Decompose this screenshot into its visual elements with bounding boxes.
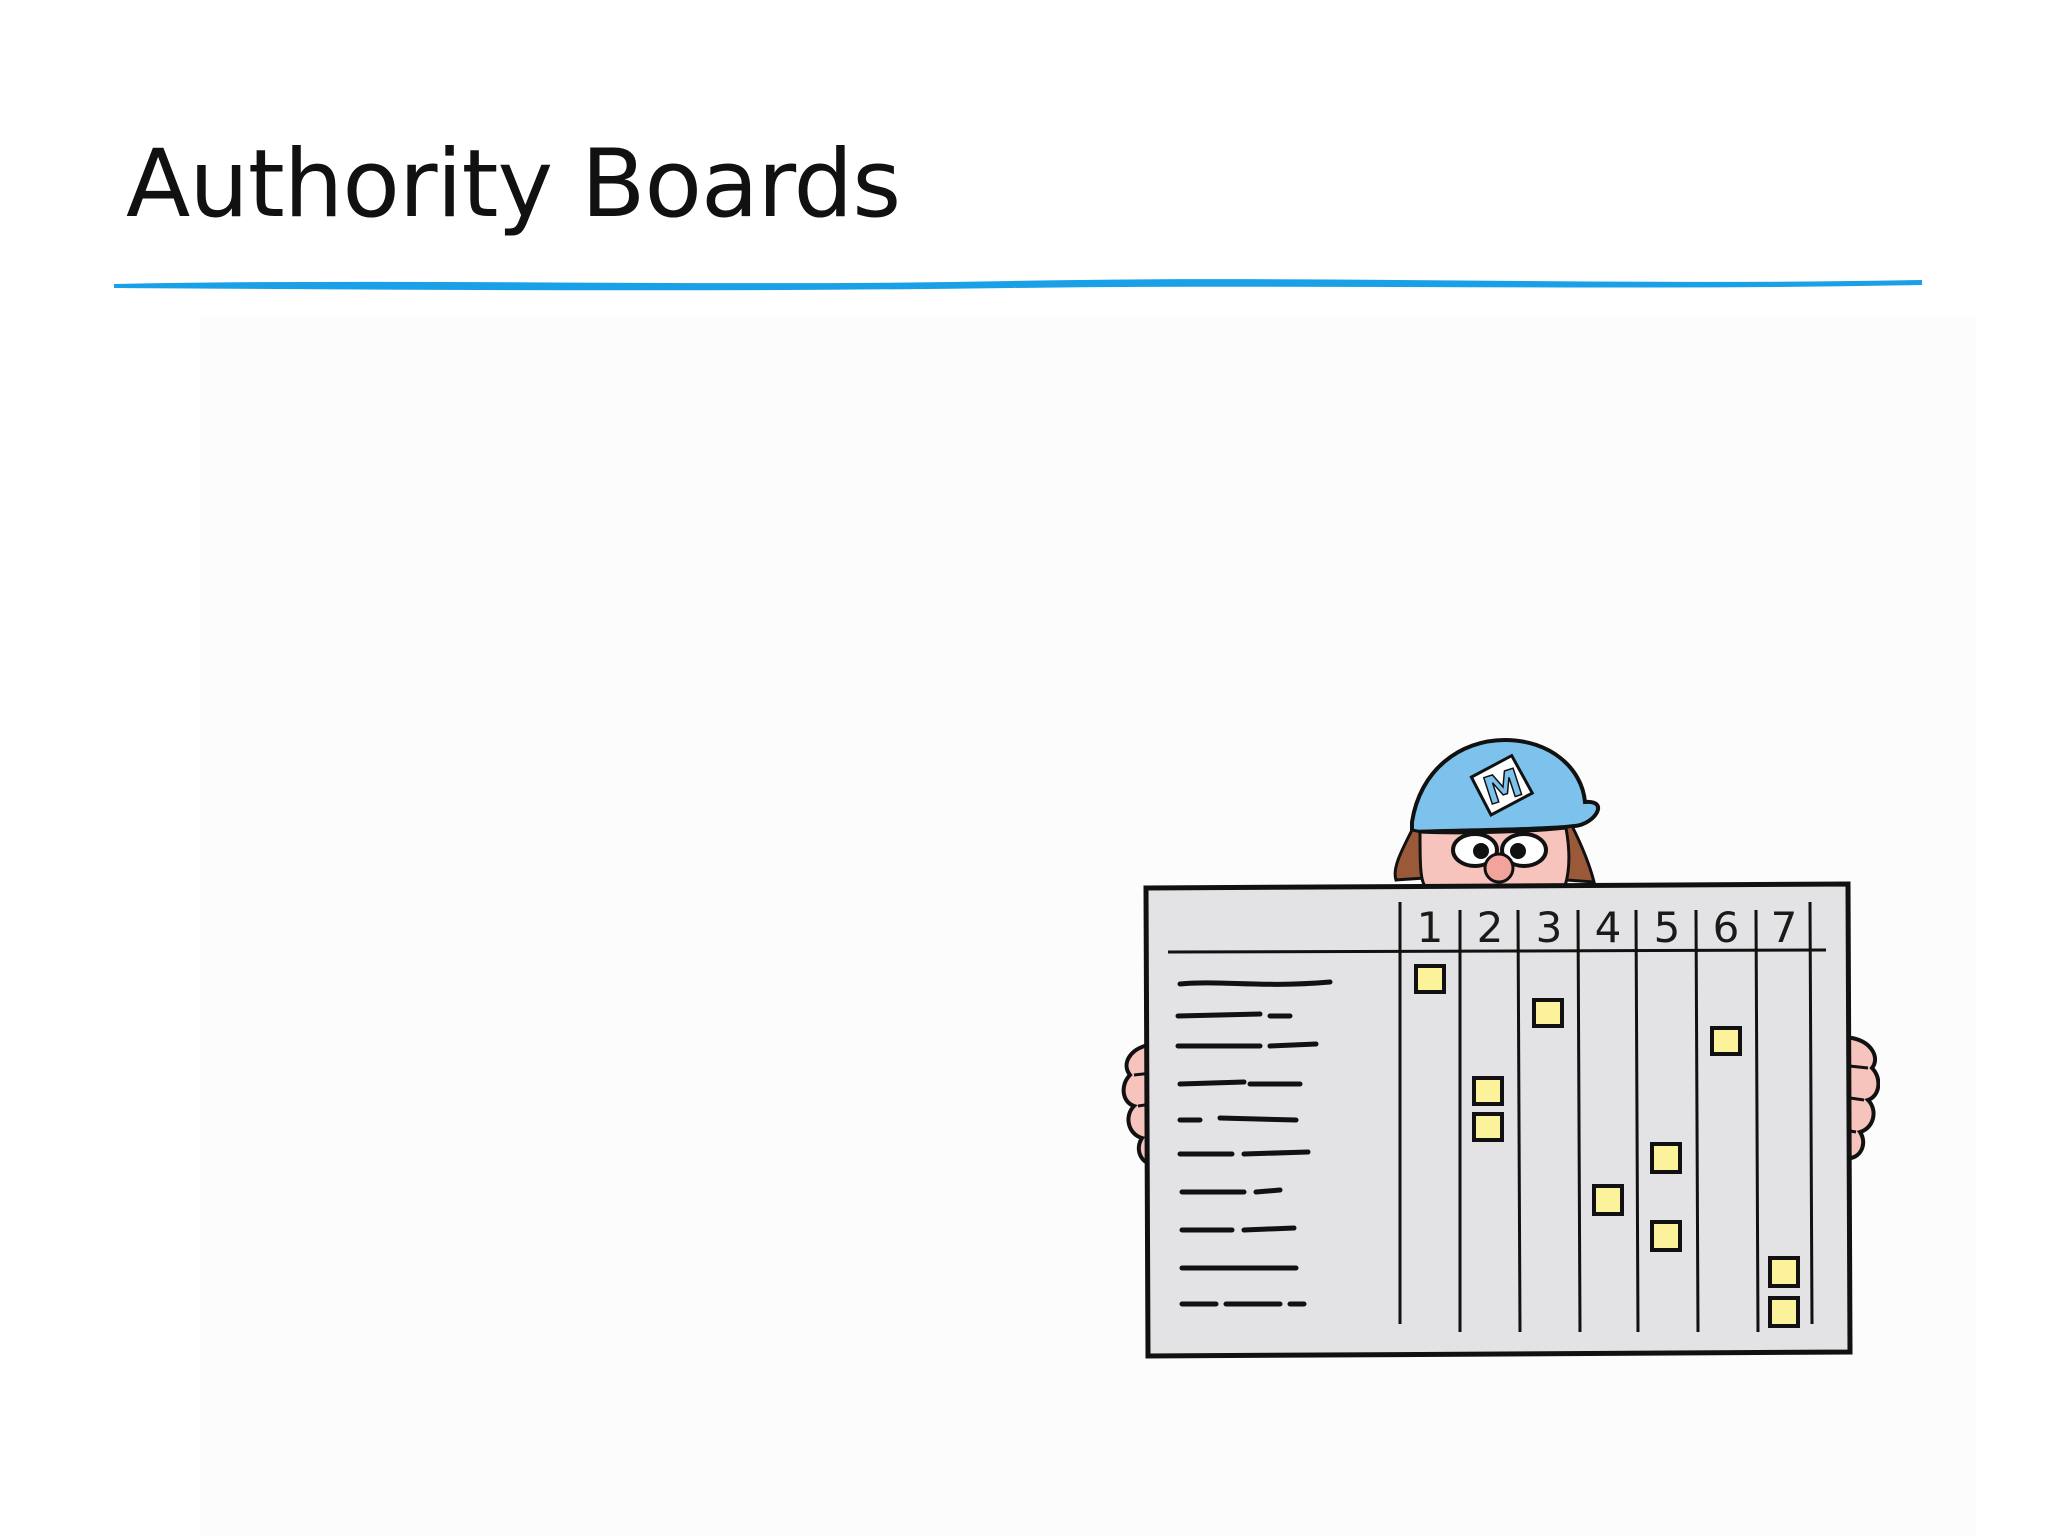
board-column-7: 7 — [1771, 903, 1798, 952]
board-column-2: 2 — [1477, 903, 1504, 952]
authority-board: 1 2 3 4 5 6 7 — [1143, 881, 1853, 1359]
slide-title: Authority Boards — [126, 130, 901, 239]
sticky-note — [1650, 1220, 1682, 1252]
board-column-5: 5 — [1654, 903, 1681, 952]
nose — [1483, 852, 1515, 884]
sticky-note — [1650, 1142, 1682, 1174]
sticky-note — [1768, 1296, 1800, 1328]
board-column-1: 1 — [1417, 903, 1444, 952]
sticky-note — [1768, 1256, 1800, 1288]
sticky-note — [1472, 1112, 1504, 1142]
sticky-note — [1710, 1026, 1742, 1056]
board-column-3: 3 — [1536, 903, 1563, 952]
sticky-note — [1532, 998, 1564, 1028]
authority-board-illustration: M — [1121, 737, 1880, 1359]
sticky-note — [1414, 964, 1446, 994]
board-column-6: 6 — [1713, 903, 1740, 952]
eyes — [1451, 832, 1548, 868]
board-column-4: 4 — [1595, 903, 1622, 952]
baseball-cap: M — [1410, 737, 1600, 835]
title-underline — [114, 279, 1922, 291]
sticky-note — [1472, 1076, 1504, 1106]
sticky-note — [1592, 1184, 1624, 1216]
